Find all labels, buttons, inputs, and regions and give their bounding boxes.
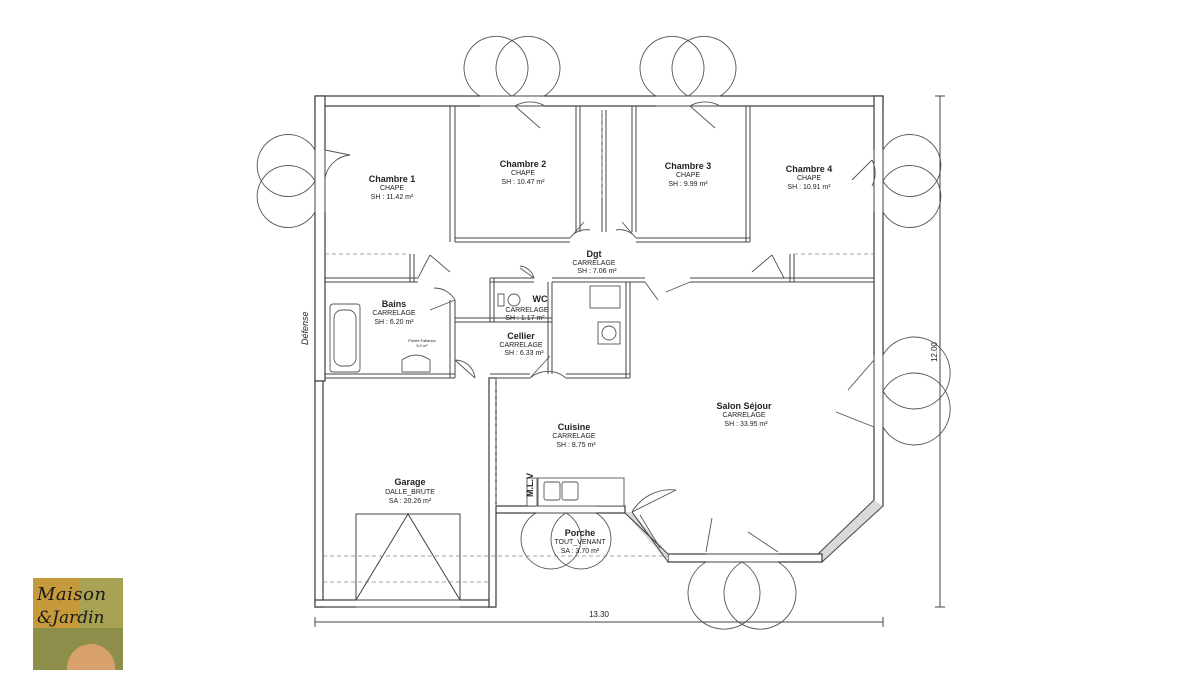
cellier-name: Cellier [507, 331, 535, 341]
salon-floor: CARRELAGE [722, 412, 766, 419]
dgt-area: SH : 7.06 m² [577, 268, 617, 275]
chambre4-area: SH : 10.91 m² [787, 184, 831, 191]
cuisine-area: SH : 8.75 m² [556, 442, 596, 449]
bains-name: Bains [382, 299, 407, 309]
porche-floor: TOUT_VENANT [554, 539, 606, 546]
bains-note2: 5.0 m² [416, 343, 428, 348]
chambre3-area: SH : 9.99 m² [668, 181, 708, 188]
wc-area: SH : 1.17 m² [505, 315, 545, 322]
logo-line1: Maison [37, 584, 107, 605]
defense-label: Défense [300, 311, 310, 345]
chambre1-floor: CHAPE [380, 185, 404, 192]
maison-jardin-logo: Maison &Jardin [33, 578, 123, 670]
chambre1-area: SH : 11.42 m² [371, 194, 414, 201]
sink-left [543, 481, 561, 501]
porche-area: SA : 3.70 m² [561, 548, 600, 555]
cuisine-name: Cuisine [558, 422, 591, 432]
cellier-floor: CARRELAGE [499, 342, 543, 349]
height-dimension: 12.00 [930, 341, 939, 362]
garage-name: Garage [394, 477, 425, 487]
chambre4-name: Chambre 4 [786, 164, 833, 174]
bains-area: SH : 6.20 m² [374, 319, 414, 326]
bains-floor: CARRELAGE [372, 310, 416, 317]
dgt-name: Dgt [587, 249, 602, 259]
dgt-floor: CARRELAGE [572, 260, 616, 267]
washbasin [401, 354, 431, 373]
appliance-box [589, 285, 621, 309]
chambre4-floor: CHAPE [797, 175, 821, 182]
chambre3-name: Chambre 3 [665, 161, 712, 171]
chambre3-floor: CHAPE [676, 172, 700, 179]
cellier-area: SH : 6.33 m² [504, 350, 544, 357]
door-swings [256, 35, 951, 630]
toilet [507, 293, 521, 307]
chambre2-name: Chambre 2 [500, 159, 547, 169]
logo-line2: &Jardin [37, 608, 105, 628]
salon-name: Salon Séjour [716, 401, 772, 411]
room-labels: Chambre 1 CHAPE SH : 11.42 m² Chambre 2 … [300, 159, 832, 555]
outer-walls [313, 94, 885, 609]
wc-name: WC [533, 294, 548, 304]
wc-floor: CARRELAGE [505, 307, 549, 314]
dimension-lines: 13.30 12.00 [314, 95, 945, 627]
garage-floor: DALLE_BRUTE [385, 489, 435, 496]
interior-walls [325, 106, 874, 379]
mlv-label: M.L.V [525, 473, 535, 497]
chambre2-area: SH : 10.47 m² [501, 179, 545, 186]
garage-area: SA : 20.26 m² [389, 498, 432, 505]
dashed-lines [323, 110, 874, 583]
chambre2-floor: CHAPE [511, 170, 535, 177]
cuisine-floor: CARRELAGE [552, 433, 596, 440]
bains-note1: Pointé Fallance [408, 338, 436, 343]
sink-right [561, 481, 579, 501]
fixtures [329, 285, 625, 507]
width-dimension: 13.30 [589, 610, 610, 619]
chambre1-name: Chambre 1 [369, 174, 416, 184]
garage-door [355, 513, 461, 601]
porche-name: Porche [565, 528, 596, 538]
salon-area: SH : 33.95 m² [724, 421, 768, 428]
dishwasher [526, 477, 538, 507]
